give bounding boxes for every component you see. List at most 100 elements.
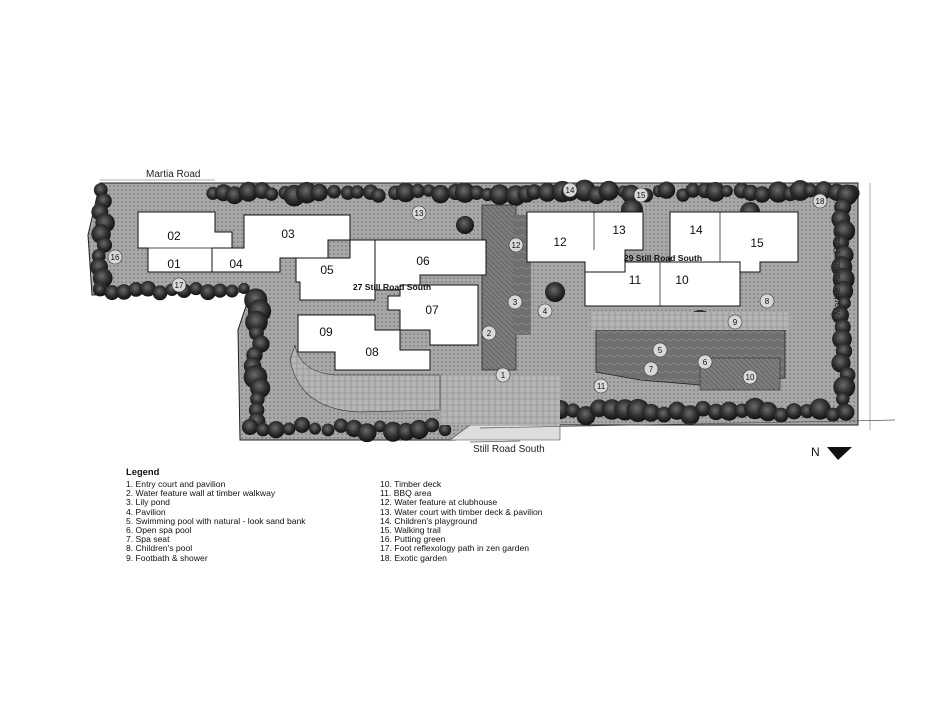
feature-marker-circle [727, 314, 743, 330]
tree-canopy [565, 403, 581, 418]
legend-item: 12. Water feature at clubhouse [380, 497, 498, 508]
tree-canopy [294, 417, 310, 433]
feature-number: 5 [658, 346, 663, 355]
legend-item: 11. BBQ area [380, 488, 432, 499]
unit-label: 06 [416, 254, 430, 268]
unit-label: 05 [320, 263, 334, 277]
feature-marker: 1 [495, 367, 511, 383]
pool-deck [590, 312, 790, 330]
tree-canopy [321, 423, 335, 437]
tree-canopy [526, 184, 542, 200]
feature-marker: 7 [643, 361, 659, 377]
legend-title: Legend [126, 466, 160, 477]
legend-item: 8. Children's pool [126, 543, 193, 554]
tree-canopy [94, 283, 106, 296]
feature-number: 4 [543, 307, 548, 316]
tree-canopy [680, 405, 700, 425]
feature-marker: 15 [633, 187, 649, 203]
tree-canopy [308, 422, 322, 435]
legend-item: 5. Swimming pool with natural - look san… [126, 515, 306, 526]
feature-marker: 4 [537, 303, 553, 319]
feature-number: 11 [597, 382, 606, 391]
tree-canopy [264, 187, 279, 201]
tree-canopy [238, 282, 250, 295]
feature-marker: 18 [812, 193, 828, 209]
unit-label: 11 [629, 273, 642, 287]
legend-item: 3. Lily pond [126, 497, 170, 508]
feature-number: 9 [733, 318, 738, 327]
feature-marker: 14 [562, 182, 578, 198]
tree-canopy [537, 182, 557, 202]
tree-canopy [789, 180, 811, 201]
tree-canopy [383, 421, 403, 442]
unit-label: 12 [553, 235, 567, 249]
feature-number: 10 [746, 373, 755, 382]
tree-canopy [140, 280, 156, 297]
tree-canopy [200, 284, 216, 301]
tree-canopy [245, 310, 268, 334]
legend-item: 15. Walking trail [380, 525, 441, 536]
tree-canopy [835, 392, 850, 406]
tree-canopy [152, 285, 168, 301]
feature-marker-circle [652, 342, 668, 358]
tree-canopy [212, 283, 228, 298]
block-12-13 [526, 211, 644, 273]
feature-number: 8 [765, 297, 770, 306]
feature-marker: 9 [727, 314, 743, 330]
tree-canopy [489, 184, 510, 205]
feature-marker-circle [107, 249, 123, 265]
feature-number: 7 [649, 365, 654, 374]
tree-canopy [705, 181, 726, 202]
feature-marker-circle [562, 182, 578, 198]
feature-number: 3 [513, 298, 518, 307]
tree-canopy [104, 285, 120, 301]
feature-marker: 5 [652, 342, 668, 358]
feature-marker-circle [697, 354, 713, 370]
tree-canopy [598, 180, 619, 201]
feature-marker-circle [759, 293, 775, 309]
feature-marker: 16 [107, 249, 123, 265]
tree-canopy [241, 418, 259, 436]
feature-marker-circle [481, 325, 497, 341]
feature-number: 12 [512, 241, 521, 250]
legend-item: 18. Exotic garden [380, 552, 447, 563]
still-road-south-edge [469, 419, 896, 443]
feature-marker-circle [812, 193, 828, 209]
tree-canopy [371, 188, 386, 203]
legend-item: 1. Entry court and pavilion [126, 479, 226, 489]
feature-number: 6 [703, 358, 708, 367]
tree-canopy [767, 181, 790, 203]
tree-canopy [238, 181, 259, 202]
feature-marker-circle [537, 303, 553, 319]
tree-canopy [758, 401, 778, 422]
unit-label: 02 [167, 229, 181, 243]
tree-canopy [357, 423, 377, 443]
tree-canopy [833, 376, 856, 398]
legend-item: 6. Open spa pool [126, 525, 192, 536]
tree-canopy [773, 407, 789, 423]
unit-label: 10 [675, 273, 689, 287]
feature-marker: 3 [507, 294, 523, 310]
tree-canopy [825, 407, 841, 422]
feature-marker: 2 [481, 325, 497, 341]
feature-marker: 11 [593, 378, 609, 394]
tree-canopy [373, 420, 387, 433]
tree-canopy [256, 422, 270, 437]
legend-item: 4. Pavilion [126, 506, 166, 517]
martia-road-label: Martia Road [146, 169, 201, 180]
unit-label: 03 [281, 227, 295, 241]
zen-garden [289, 343, 441, 413]
tree-canopy [685, 182, 701, 198]
feature-marker-circle [508, 237, 524, 253]
block-05 [295, 239, 376, 301]
legend-item: 13. Water court with timber deck & pavil… [380, 506, 543, 517]
building-lines [148, 212, 721, 306]
feature-marker-circle [633, 187, 649, 203]
marine-parade-road-label: Marine Parade Road [832, 231, 842, 315]
timber-walkway [481, 204, 517, 371]
tree-canopy [409, 419, 429, 440]
